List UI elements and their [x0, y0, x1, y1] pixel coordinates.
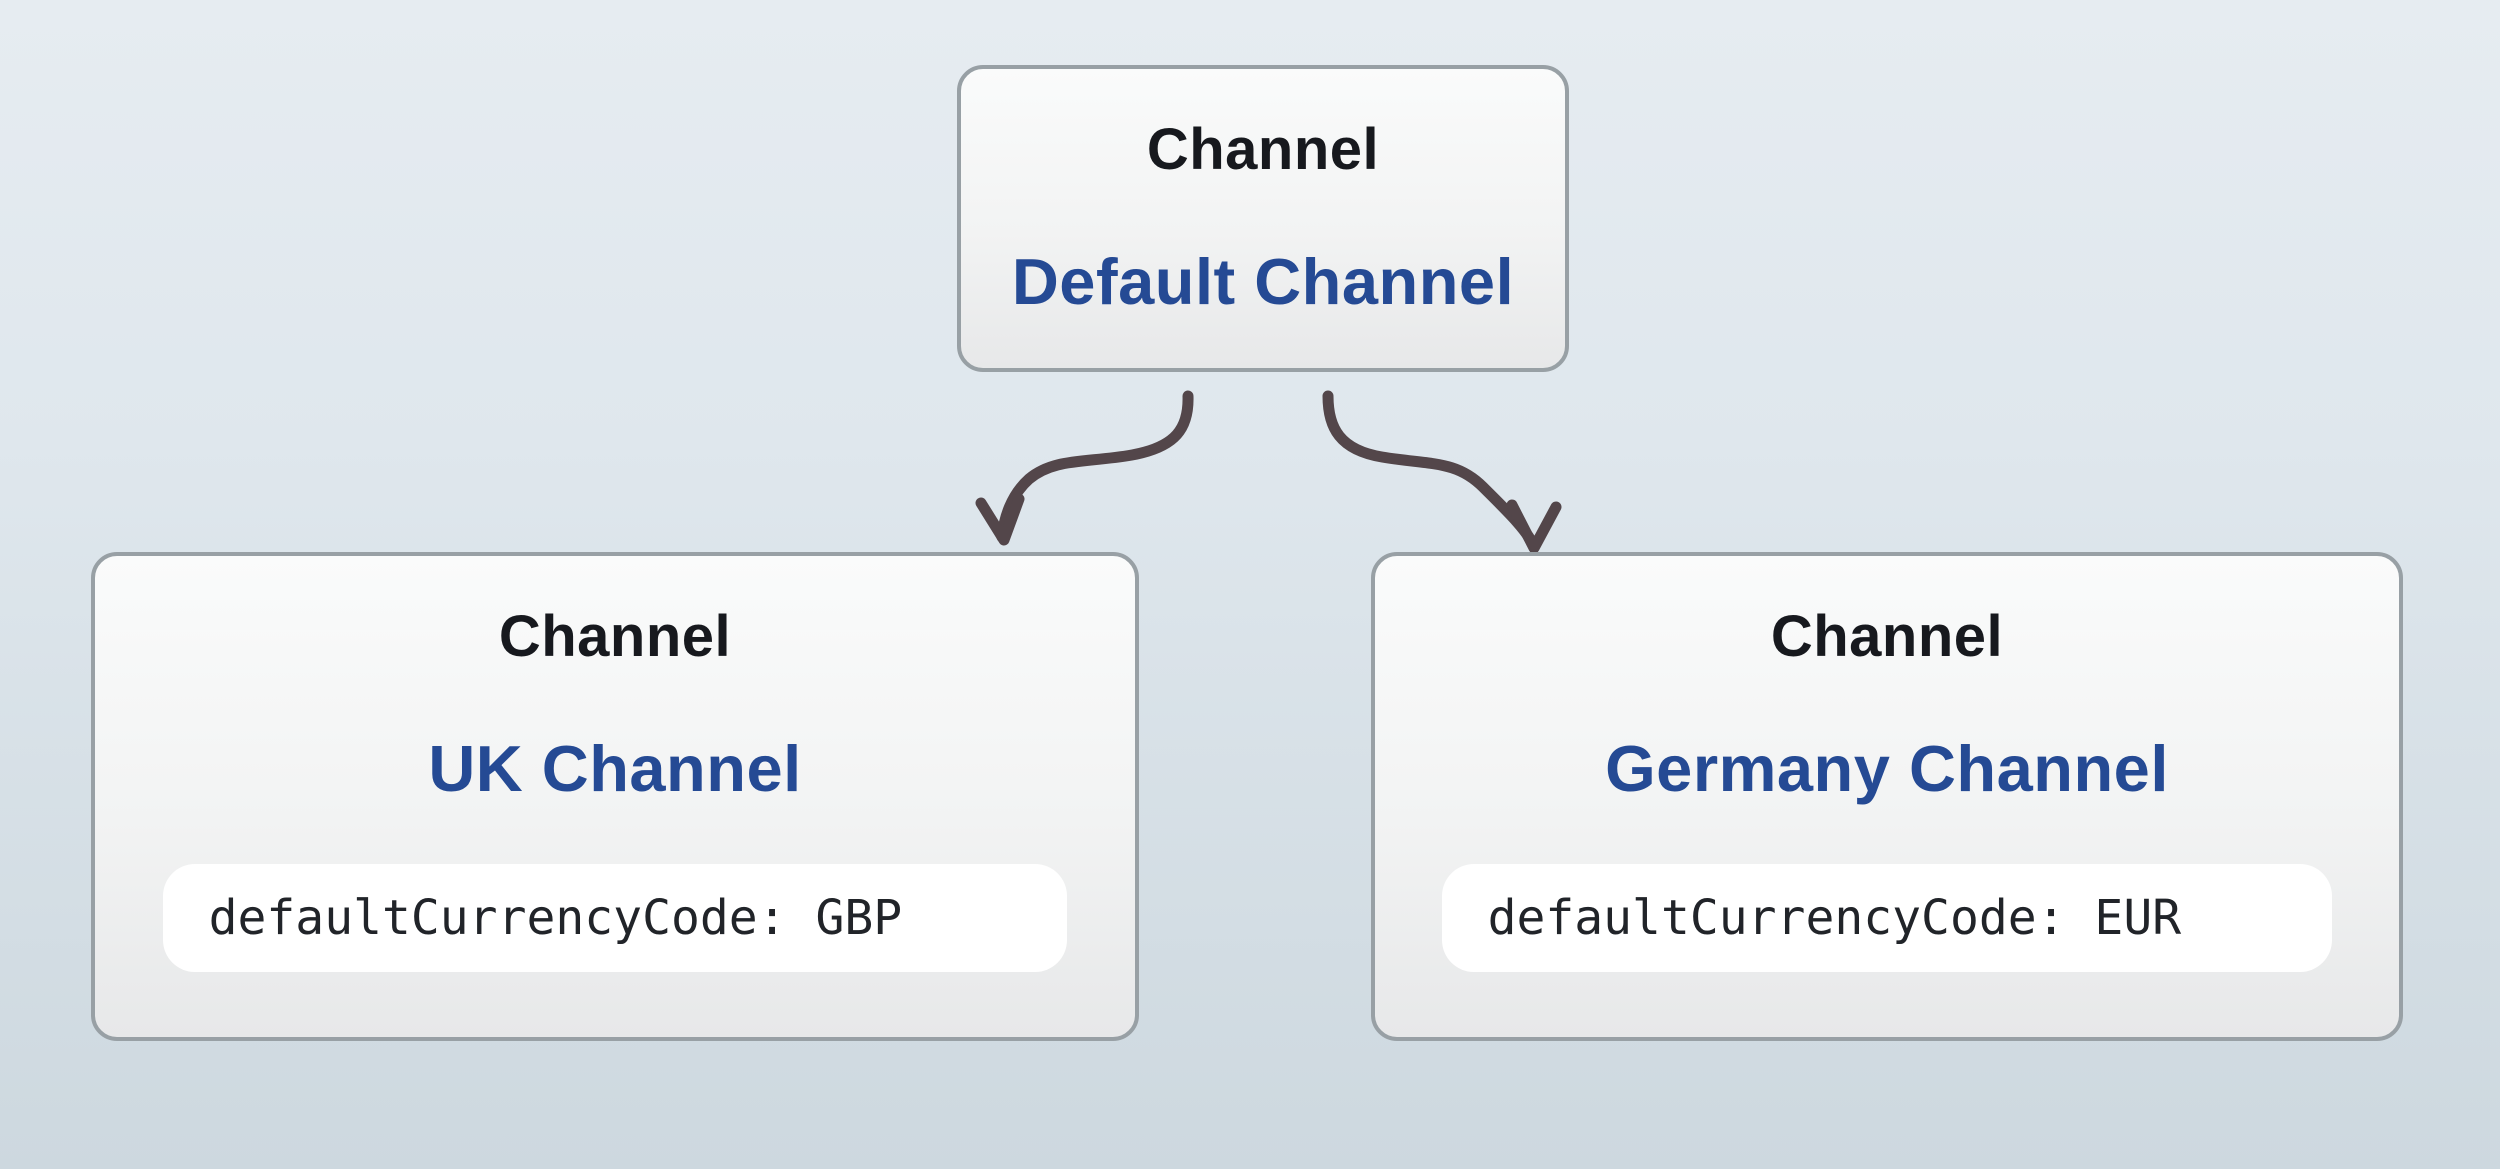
node-name-label: Germany Channel: [1605, 732, 2169, 805]
node-germany-channel: Channel Germany Channel defaultCurrencyC…: [1371, 552, 2403, 1041]
arrow-root-to-uk-channel: [975, 390, 1194, 546]
node-name-label: Default Channel: [1011, 245, 1515, 318]
node-default-channel: Channel Default Channel: [957, 65, 1569, 372]
node-attribute-pill: defaultCurrencyCode: GBP: [162, 864, 1068, 972]
node-uk-channel: Channel UK Channel defaultCurrencyCode: …: [91, 552, 1139, 1041]
node-name-label: UK Channel: [428, 732, 802, 805]
arrow-root-to-germany-channel: [1322, 390, 1562, 554]
node-entity-label: Channel: [1146, 117, 1380, 182]
node-entity-label: Channel: [1770, 604, 2004, 669]
node-entity-label: Channel: [498, 604, 732, 669]
node-attribute-pill: defaultCurrencyCode: EUR: [1441, 864, 2333, 972]
